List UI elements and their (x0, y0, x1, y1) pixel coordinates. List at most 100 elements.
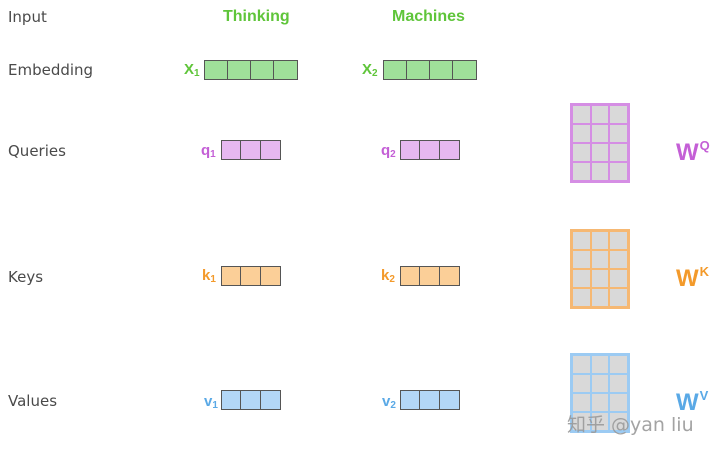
embedding-label-x2-base: X (362, 61, 373, 78)
key-label-k1: k1 (202, 267, 216, 285)
query-weight-label-base: W (676, 139, 699, 166)
vector-cell (401, 391, 421, 409)
matrix-cell (573, 356, 590, 373)
matrix-cell (610, 413, 627, 430)
embedding-vector-x1 (204, 60, 298, 80)
query-label-q1: q1 (201, 142, 216, 160)
vector-cell (420, 141, 440, 159)
matrix-cell (573, 144, 590, 161)
matrix-cell (610, 125, 627, 142)
matrix-cell (573, 289, 590, 306)
key-weight-matrix (570, 229, 630, 309)
key-vector-k2 (400, 266, 460, 286)
value-label-v1-sub: 1 (212, 400, 218, 411)
vector-cell (241, 141, 261, 159)
vector-cell (222, 391, 242, 409)
matrix-cell (573, 413, 590, 430)
vector-cell (420, 267, 440, 285)
key-weight-label: WK (676, 264, 709, 293)
key-label-k1-base: k (202, 267, 211, 284)
matrix-cell (573, 375, 590, 392)
row-label-values: Values (8, 392, 58, 410)
value-label-v2-sub: 2 (390, 400, 396, 411)
matrix-cell (610, 232, 627, 249)
matrix-cell (610, 163, 627, 180)
vector-cell (251, 61, 274, 79)
matrix-cell (610, 270, 627, 287)
query-label-q2: q2 (381, 142, 396, 160)
value-weight-label-base: W (676, 389, 699, 416)
matrix-cell (610, 375, 627, 392)
key-label-k1-sub: 1 (210, 274, 216, 285)
query-label-q1-base: q (201, 142, 211, 159)
value-weight-matrix (570, 353, 630, 433)
matrix-cell (610, 289, 627, 306)
key-label-k2-sub: 2 (389, 274, 395, 285)
vector-cell (222, 267, 242, 285)
matrix-cell (610, 356, 627, 373)
vector-cell (407, 61, 430, 79)
matrix-cell (591, 270, 609, 287)
matrix-cell (573, 270, 590, 287)
query-vector-q1 (221, 140, 281, 160)
value-weight-label: WV (676, 388, 708, 417)
query-vector-q2 (400, 140, 460, 160)
vector-cell (261, 391, 280, 409)
embedding-vector-x2 (383, 60, 477, 80)
matrix-cell (591, 106, 609, 123)
vector-cell (241, 391, 261, 409)
matrix-cell (573, 251, 590, 268)
matrix-cell (591, 394, 609, 411)
matrix-cell (573, 163, 590, 180)
matrix-cell (573, 232, 590, 249)
vector-cell (384, 61, 407, 79)
vector-cell (228, 61, 251, 79)
value-weight-label-sup: V (699, 388, 709, 403)
input-word-machines: Machines (392, 8, 465, 25)
value-vector-v1 (221, 390, 281, 410)
vector-cell (274, 61, 297, 79)
value-label-v2-base: v (382, 393, 391, 410)
value-vector-v2 (400, 390, 460, 410)
vector-cell (205, 61, 228, 79)
vector-cell (261, 141, 280, 159)
query-weight-matrix (570, 103, 630, 183)
value-label-v1: v1 (204, 393, 218, 411)
key-weight-label-base: W (676, 265, 699, 292)
matrix-cell (591, 251, 609, 268)
vector-cell (453, 61, 476, 79)
matrix-cell (591, 289, 609, 306)
vector-cell (241, 267, 261, 285)
watermark: 知乎 @yan liu (567, 414, 694, 436)
matrix-cell (591, 356, 609, 373)
matrix-cell (573, 125, 590, 142)
matrix-cell (591, 232, 609, 249)
key-label-k2: k2 (381, 267, 395, 285)
embedding-label-x2-sub: 2 (372, 68, 378, 79)
vector-cell (440, 141, 459, 159)
matrix-cell (610, 394, 627, 411)
query-weight-label-sup: Q (699, 138, 710, 153)
vector-cell (261, 267, 280, 285)
matrix-cell (573, 106, 590, 123)
query-weight-label: WQ (676, 138, 710, 167)
vector-cell (420, 391, 440, 409)
matrix-cell (573, 394, 590, 411)
matrix-cell (591, 125, 609, 142)
vector-cell (430, 61, 453, 79)
vector-cell (401, 141, 421, 159)
value-label-v1-base: v (204, 393, 213, 410)
query-label-q2-sub: 2 (390, 149, 396, 160)
query-label-q1-sub: 1 (210, 149, 216, 160)
row-label-input: Input (8, 8, 47, 26)
key-weight-label-sup: K (699, 264, 710, 279)
matrix-cell (610, 106, 627, 123)
vector-cell (440, 267, 459, 285)
row-label-queries: Queries (8, 142, 66, 160)
matrix-cell (610, 251, 627, 268)
embedding-label-x1-base: X (184, 61, 195, 78)
input-word-thinking: Thinking (223, 8, 290, 25)
matrix-cell (610, 144, 627, 161)
matrix-cell (591, 375, 609, 392)
vector-cell (401, 267, 421, 285)
